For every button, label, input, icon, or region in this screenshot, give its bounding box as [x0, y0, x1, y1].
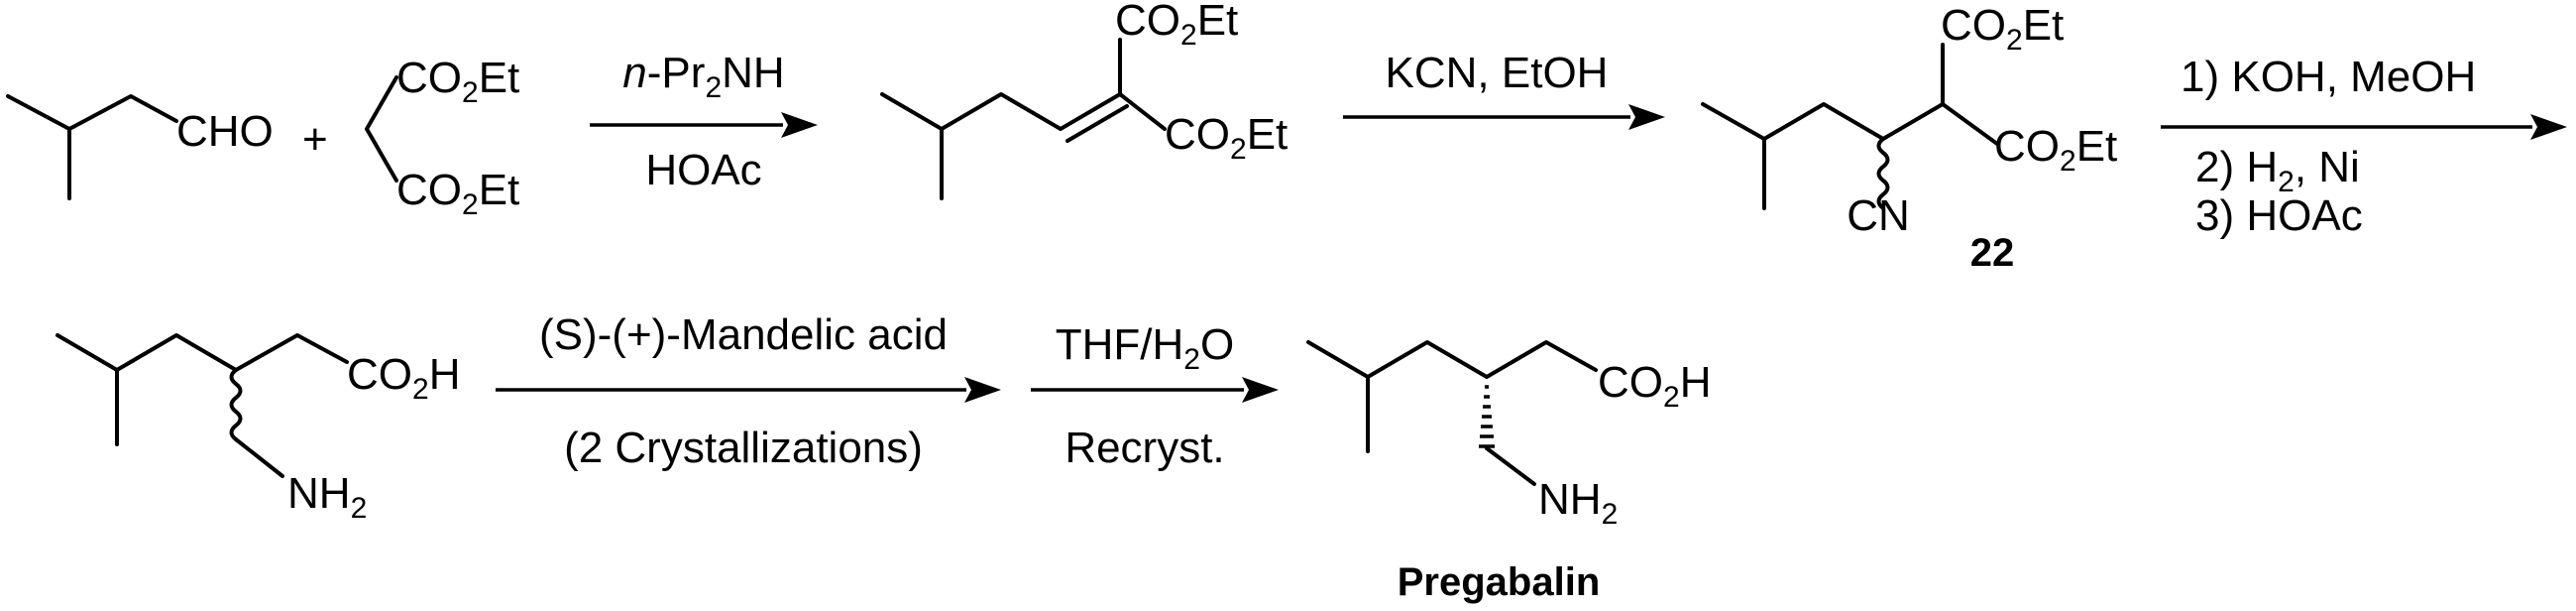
step1-reagent: n-Pr2NH	[622, 49, 784, 104]
step3-condition-2: 2) H2, Ni	[2195, 143, 2360, 198]
reaction-arrow-3: 1) KOH, MeOH 2) H2, Ni 3) HOAc	[2161, 53, 2567, 240]
reaction-arrow-1: n-Pr2NH HOAc	[590, 49, 818, 194]
alkylidene-bottom-ester-label: CO2Et	[1165, 110, 1288, 166]
compound-22-number: 22	[1970, 231, 2015, 275]
cyano-diester-22-structure: CO2Et CO2Et CN 22	[1701, 1, 2117, 275]
step5-note: Recryst.	[1064, 424, 1224, 472]
reaction-arrow-4: (S)-(+)-Mandelic acid (2 Crystallization…	[496, 310, 1001, 472]
step4-resolving-agent: (S)-(+)-Mandelic acid	[539, 310, 948, 359]
racemic-amine-label: NH2	[287, 469, 367, 525]
racemic-acid-label: CO2H	[347, 350, 460, 406]
cyano-top-ester-label: CO2Et	[1941, 1, 2064, 57]
alkylidene-top-ester-label: CO2Et	[1115, 0, 1238, 52]
reaction-arrow-2: KCN, EtOH	[1343, 49, 1665, 130]
reaction-arrow-5: THF/H2O Recryst.	[1031, 320, 1279, 472]
isovaleraldehyde-structure: CHO	[6, 94, 274, 200]
step3-condition-3: 3) HOAc	[2195, 191, 2363, 240]
step5-solvent: THF/H2O	[1056, 320, 1234, 376]
pregabalin-structure: CO2H NH2 Pregabalin	[1306, 340, 1711, 604]
plus-sign: +	[302, 115, 328, 164]
racemic-pregabalin-structure: CO2H NH2	[56, 333, 460, 525]
cyano-bottom-ester-label: CO2Et	[1994, 122, 2117, 178]
pregabalin-amine-label: NH2	[1538, 475, 1618, 531]
pregabalin-acid-label: CO2H	[1598, 358, 1711, 414]
alkylidene-malonate-structure: CO2Et CO2Et	[880, 0, 1288, 200]
pregabalin-name: Pregabalin	[1398, 560, 1601, 604]
hashed-wedge-bond	[1479, 385, 1495, 448]
malonate-top-ester-label: CO2Et	[396, 54, 519, 109]
diethyl-malonate-structure: CO2Et CO2Et	[365, 54, 519, 221]
malonate-bottom-ester-label: CO2Et	[396, 166, 519, 221]
nitrile-label: CN	[1847, 191, 1910, 240]
step4-note: (2 Crystallizations)	[564, 424, 923, 472]
step3-condition-1: 1) KOH, MeOH	[2181, 53, 2476, 101]
step2-reagent: KCN, EtOH	[1386, 49, 1609, 97]
step1-solvent: HOAc	[645, 146, 761, 194]
cho-label: CHO	[176, 107, 274, 156]
